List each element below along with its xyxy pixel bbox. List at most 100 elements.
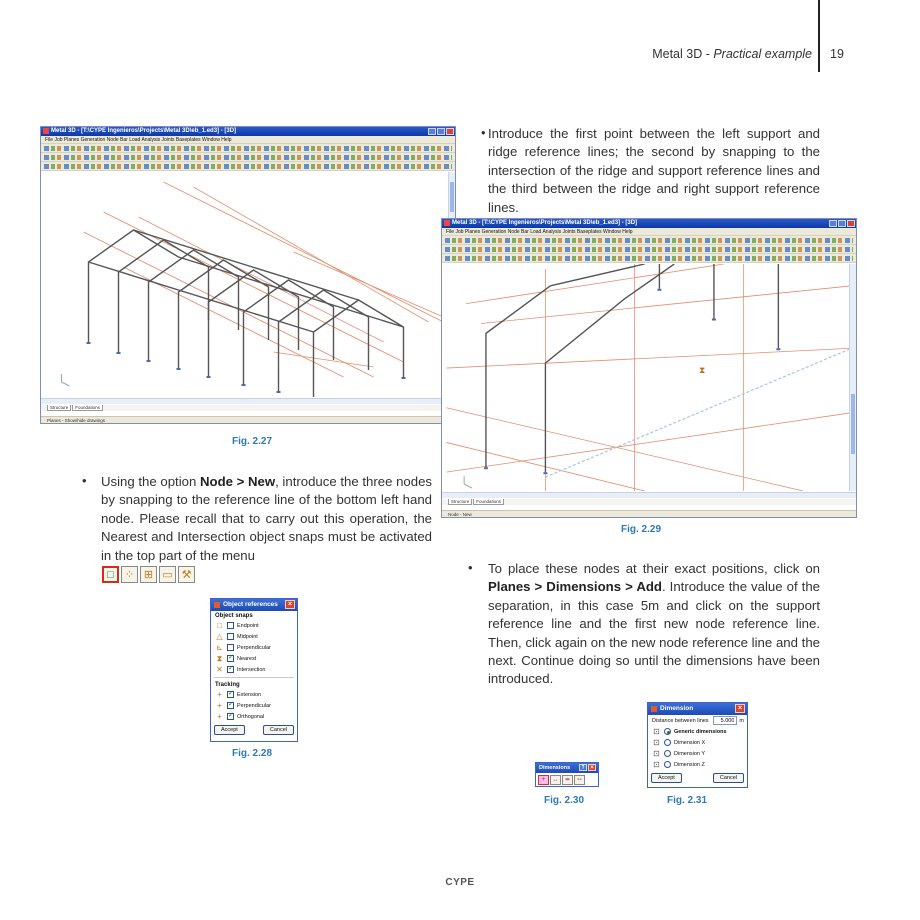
fig29-toolbar-3[interactable]	[442, 254, 856, 263]
snap-label: Perpendicular	[237, 644, 271, 651]
dimension-option-row[interactable]: ⊡Dimension X	[648, 737, 747, 748]
snap-checkbox[interactable]	[227, 644, 234, 651]
tracking-icon: +	[217, 690, 222, 699]
fig27-3d-viewport[interactable]	[41, 172, 455, 397]
fig27-titlebar: Metal 3D - [T:\CYPE Ingenieros\Projects\…	[41, 127, 455, 136]
tab-foundations[interactable]: Foundations	[72, 405, 104, 411]
tab-structure[interactable]: Structure	[448, 499, 473, 505]
close-icon[interactable]: ×	[588, 764, 596, 771]
dimension-title: Dimension	[660, 705, 694, 712]
bullet-marker: •	[82, 473, 87, 488]
dimension-type-icon: ⊡	[653, 727, 660, 736]
midpoint-icon: △	[216, 632, 223, 641]
snap-option-row[interactable]: △Midpoint	[211, 631, 297, 642]
toolbar-icons[interactable]	[44, 155, 452, 160]
delete-dimension-icon[interactable]: ⇹	[562, 775, 573, 785]
object-references-dialog: Object references × Object snaps □Endpoi…	[210, 598, 298, 742]
tracking-option-row[interactable]: + Extension	[211, 689, 297, 700]
accept-button[interactable]: Accept	[651, 773, 682, 783]
toolbar-icons[interactable]	[445, 256, 853, 261]
snap-option-row[interactable]: ⊾Perpendicular	[211, 642, 297, 653]
tracking-checkbox[interactable]	[227, 711, 234, 720]
tracking-checkbox[interactable]	[227, 700, 234, 709]
maximize-icon[interactable]	[838, 220, 846, 227]
tracking-heading: Tracking	[215, 682, 240, 688]
snap-label: Intersection	[237, 666, 266, 673]
fig27-horizontal-scrollbar[interactable]	[41, 398, 455, 404]
snap-tools-icon[interactable]: ⚒	[178, 566, 195, 583]
object-references-titlebar: Object references ×	[211, 599, 297, 611]
tracking-label: Extension	[237, 691, 262, 698]
toolbar-icons[interactable]	[44, 146, 452, 151]
fig29-3d-viewport[interactable]: ⧗	[442, 264, 856, 491]
fig29-menubar[interactable]: File Job Planes Generation Node Bar Load…	[442, 228, 856, 236]
distance-input[interactable]	[713, 716, 738, 725]
dimension-radio[interactable]	[664, 750, 671, 757]
snap-checkbox[interactable]	[227, 664, 234, 673]
cancel-button[interactable]: Cancel	[712, 773, 744, 783]
snap-option-row[interactable]: ⧗Nearest	[211, 653, 297, 664]
dimensions-tool-buttons: + ↔ ⇹ ⇿	[536, 773, 598, 787]
close-icon[interactable]	[847, 220, 855, 227]
minimize-icon[interactable]	[428, 128, 436, 135]
object-snaps-list: □Endpoint△Midpoint⊾Perpendicular⧗Nearest…	[211, 620, 297, 675]
move-dimension-icon[interactable]: ⇿	[574, 775, 585, 785]
help-icon[interactable]: ?	[579, 764, 587, 771]
menu-path-dimensions-add: Planes > Dimensions > Add	[488, 579, 662, 595]
fig27-structure-drawing	[61, 181, 444, 397]
fig27-toolbar-3[interactable]	[41, 162, 455, 171]
fig27-menubar[interactable]: File Job Planes Generation Node Bar Load…	[41, 136, 455, 144]
add-dimension-icon[interactable]: +	[538, 775, 549, 785]
close-icon[interactable]: ×	[285, 600, 295, 609]
tab-foundations[interactable]: Foundations	[473, 499, 505, 505]
fig29-toolbar-1[interactable]	[442, 236, 856, 245]
maximize-icon[interactable]	[437, 128, 445, 135]
snap-checkbox[interactable]	[227, 622, 234, 629]
dimension-radio[interactable]	[664, 739, 671, 746]
fig29-vertical-scrollbar[interactable]	[849, 264, 856, 491]
accept-button[interactable]: Accept	[214, 725, 245, 735]
fig27-toolbar-2[interactable]	[41, 153, 455, 162]
edit-dimension-icon[interactable]: ↔	[550, 775, 561, 785]
dimension-radio[interactable]	[664, 761, 671, 768]
fig27-toolbar-1[interactable]	[41, 144, 455, 153]
snap-tracking-icon[interactable]: ⊞	[140, 566, 157, 583]
close-icon[interactable]	[446, 128, 454, 135]
tracking-option-row[interactable]: +Orthogonal	[211, 711, 297, 722]
toolbar-icons[interactable]	[44, 164, 452, 169]
window-controls[interactable]	[428, 128, 454, 135]
toolbar-icons[interactable]	[445, 247, 853, 252]
cancel-button[interactable]: Cancel	[262, 725, 294, 735]
tracking-checkbox[interactable]	[227, 689, 234, 698]
snap-option-row[interactable]: □Endpoint	[211, 620, 297, 631]
toolbar-icons[interactable]	[445, 238, 853, 243]
snap-checkbox[interactable]	[227, 653, 234, 662]
tab-structure[interactable]: Structure	[47, 405, 72, 411]
tracking-option-row[interactable]: +Perpendicular	[211, 700, 297, 711]
snap-checkbox[interactable]	[227, 633, 234, 640]
snap-option-row[interactable]: ✕Intersection	[211, 664, 297, 675]
fig29-horizontal-scrollbar[interactable]	[442, 492, 856, 498]
svg-text:⧗: ⧗	[699, 366, 705, 376]
dimension-option-row[interactable]: ⊡Dimension Z	[648, 759, 747, 770]
snap-grid-icon[interactable]: ⁘	[121, 566, 138, 583]
minimize-icon[interactable]	[829, 220, 837, 227]
close-icon[interactable]: ×	[735, 704, 745, 713]
app-icon	[43, 128, 49, 134]
object-snap-toggle-icon[interactable]: □	[102, 566, 119, 583]
fig29-structure-drawing: ⧗	[446, 264, 852, 491]
dimension-radio[interactable]	[664, 728, 671, 735]
object-snap-toolbar: □ ⁘ ⊞ ▭ ⚒	[102, 566, 195, 583]
snap-settings-icon[interactable]: ▭	[159, 566, 176, 583]
fig29-toolbar-2[interactable]	[442, 245, 856, 254]
dimension-option-row[interactable]: ⊡Generic dimensions	[648, 726, 747, 737]
footer-brand: CYPE	[445, 877, 475, 888]
dimension-option-row[interactable]: ⊡Dimension Y	[648, 748, 747, 759]
page-number: 19	[830, 47, 844, 61]
header-title-em: Practical example	[713, 47, 812, 61]
fig27-window-title: Metal 3D - [T:\CYPE Ingenieros\Projects\…	[51, 128, 237, 134]
window-controls[interactable]	[829, 220, 855, 227]
left-bullet-text-1: Using the option	[101, 474, 200, 489]
